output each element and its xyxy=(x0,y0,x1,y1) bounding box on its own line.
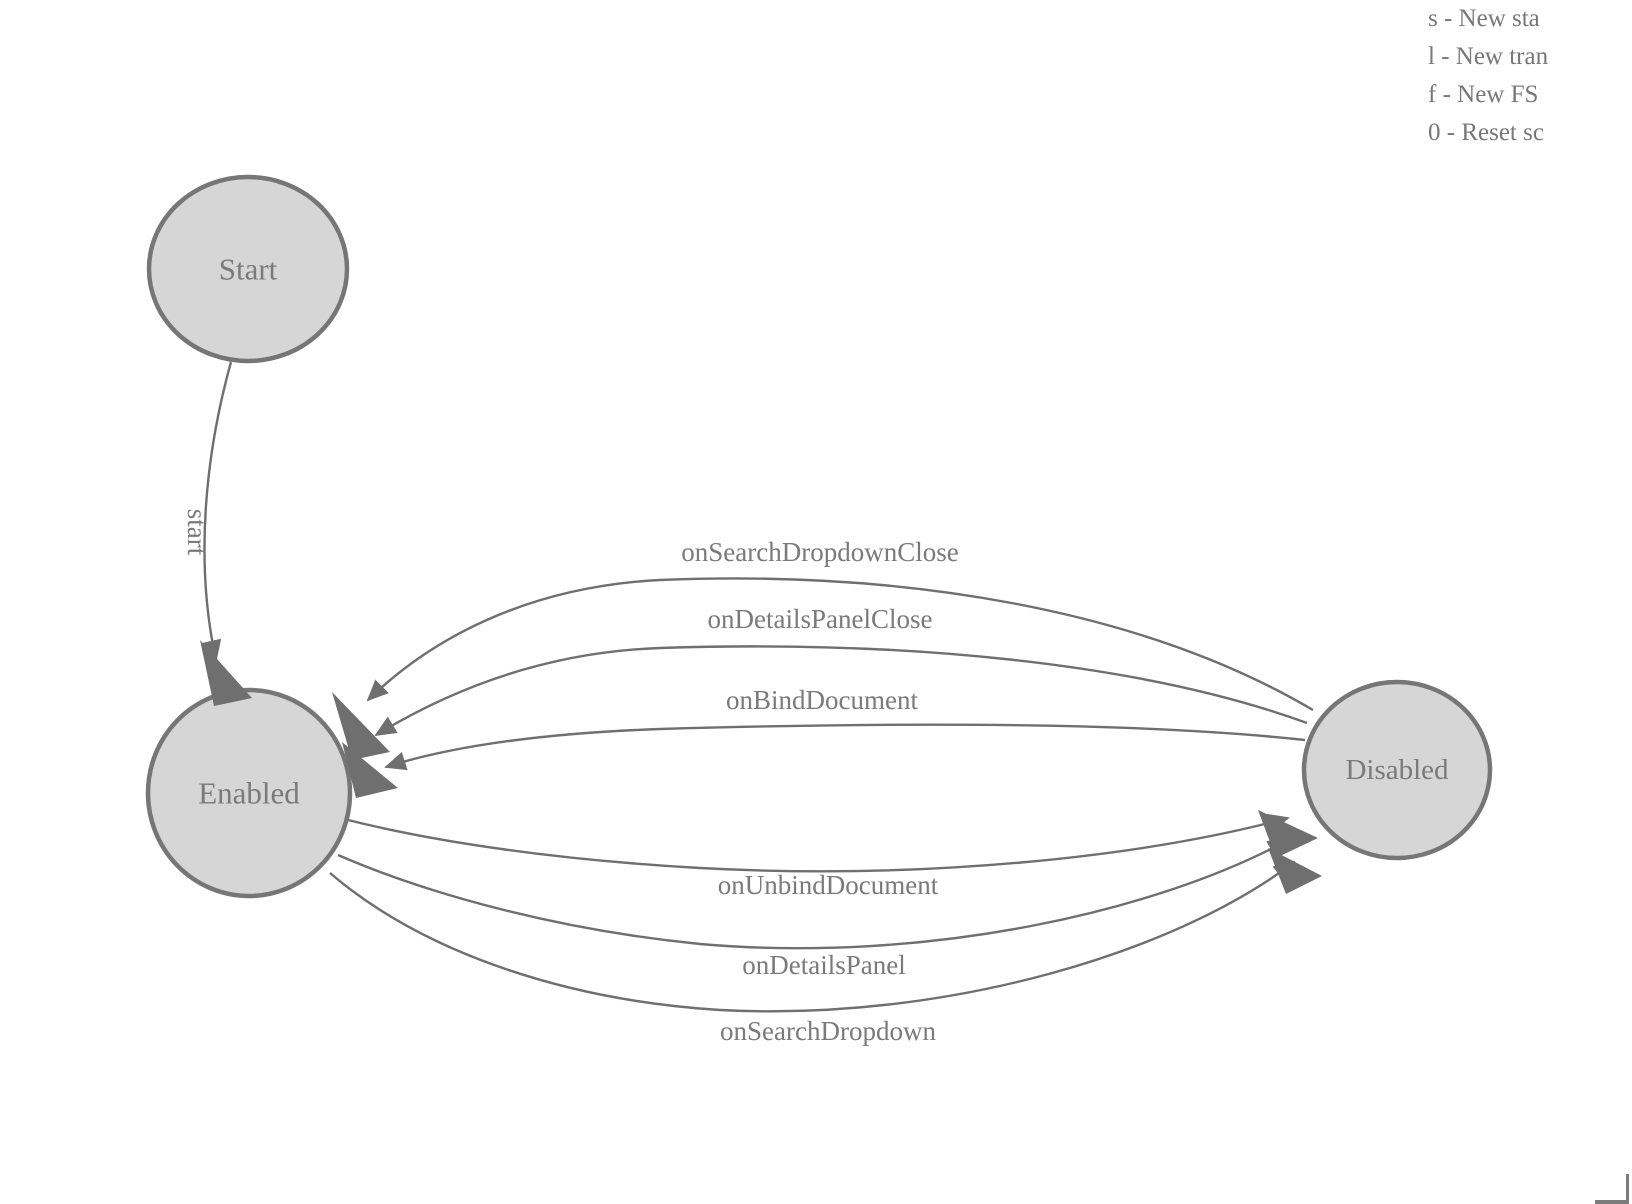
edge-enabled-to-disabled-onsearchdropdown[interactable] xyxy=(329,860,1296,1013)
edge-path[interactable] xyxy=(384,723,1306,771)
node-start[interactable]: Start xyxy=(146,174,350,364)
node-start-shape[interactable] xyxy=(146,174,350,364)
edge-label-ondetailspanelclose: onDetailsPanelClose xyxy=(708,604,933,634)
arrowhead-into-disabled-2 xyxy=(1268,848,1322,894)
arrowhead-into-enabled-start xyxy=(200,640,252,706)
edge-label-onunbinddocument: onUnbindDocument xyxy=(718,870,939,900)
node-disabled-shape[interactable] xyxy=(1301,679,1493,861)
edge-start-to-enabled[interactable] xyxy=(202,361,233,662)
resize-handle-horizontal-bar xyxy=(1595,1200,1629,1204)
edge-path[interactable] xyxy=(337,838,1290,950)
edges-layer xyxy=(202,361,1314,1013)
nodes-layer: Start Enabled Disabled xyxy=(145,174,1493,899)
edge-labels-layer: start onSearchDropdownClose onDetailsPan… xyxy=(182,509,959,1046)
arrowhead-cluster-disabled xyxy=(1258,810,1322,894)
edge-path[interactable] xyxy=(347,813,1290,873)
edge-label-ondetailspanel: onDetailsPanel xyxy=(742,950,905,980)
edge-enabled-to-disabled-ondetailspanel[interactable] xyxy=(337,838,1290,950)
edge-label-onsearchdropdown: onSearchDropdown xyxy=(720,1016,936,1046)
node-enabled-label: Enabled xyxy=(198,776,300,811)
arrowhead-cluster-enabled xyxy=(200,640,398,798)
edge-path[interactable] xyxy=(202,361,233,662)
node-enabled[interactable]: Enabled xyxy=(145,687,353,899)
arrowhead-into-disabled-1 xyxy=(1258,810,1318,858)
edge-path[interactable] xyxy=(366,577,1314,712)
edge-label-start: start xyxy=(182,509,212,556)
edge-path[interactable] xyxy=(374,645,1308,737)
arrowhead-into-enabled-2 xyxy=(342,742,398,798)
resize-handle-vertical-bar xyxy=(1626,1174,1629,1204)
edge-label-onsearchdropdownclose: onSearchDropdownClose xyxy=(681,537,958,567)
edge-label-onbinddocument: onBindDocument xyxy=(726,685,918,715)
node-start-label: Start xyxy=(219,252,278,287)
edge-disabled-to-enabled-ondetailspanelclose[interactable] xyxy=(374,645,1308,737)
node-enabled-shape[interactable] xyxy=(145,687,353,899)
resize-handle[interactable] xyxy=(1595,1174,1632,1204)
node-disabled[interactable]: Disabled xyxy=(1301,679,1493,861)
edge-disabled-to-enabled-onbinddocument[interactable] xyxy=(384,723,1306,771)
edge-enabled-to-disabled-onunbinddocument[interactable] xyxy=(347,813,1290,873)
edge-disabled-to-enabled-onsearchdropdownclose[interactable] xyxy=(366,577,1314,712)
node-disabled-label: Disabled xyxy=(1345,754,1449,786)
arrowhead-into-enabled-1 xyxy=(332,692,390,760)
edge-path[interactable] xyxy=(329,860,1296,1013)
